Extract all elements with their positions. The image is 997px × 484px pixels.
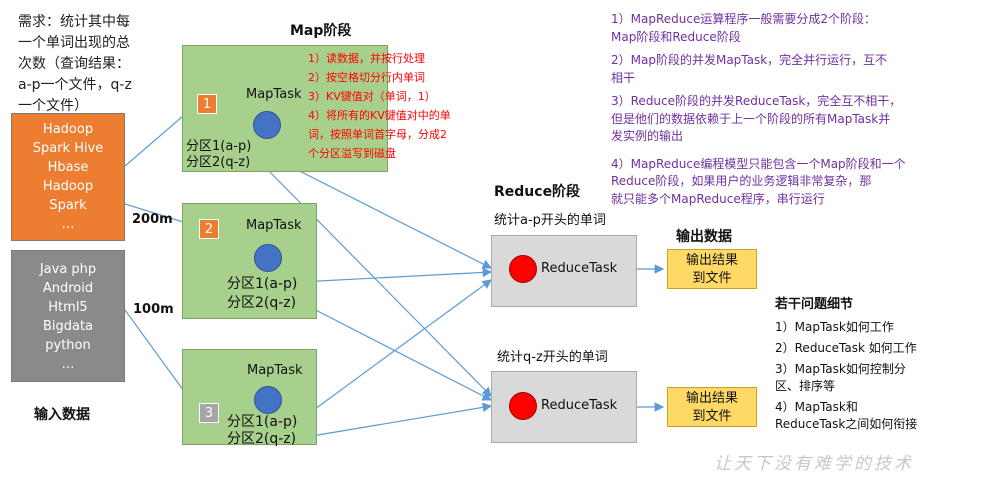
watermark: 让天下没有难学的技术 [714,454,914,474]
issue-item: 1）MapTask如何工作 [775,319,975,336]
issues-title: 若干问题细节 [775,297,854,312]
arrow-mt1-p2-to-reduce2 [261,163,492,397]
output-box-line: 输出结果 [685,253,738,268]
file-line: Spark [49,198,87,213]
maptask-1-partition-1: 分区1(a-p) [186,139,252,154]
split-3-icon: 3 [199,403,219,423]
note-line: Reduce阶段，如果用户的业务逻辑非常复杂，那 [611,174,872,188]
file-line: Android [42,281,94,296]
note-line: 2）Map阶段的并发MapTask，完全并行运行，互不 [611,53,888,67]
reduce-2-caption: 统计q-z开头的单词 [497,350,608,365]
output-box-1: 输出结果 到文件 [667,249,757,289]
map-step: 4）将所有的KV键值对中的单 [308,109,451,122]
note-line: 但是他们的数据依赖于上一个阶段的所有MapTask并 [611,111,891,126]
maptask-2-circle-icon [254,244,282,272]
issues-list: 若干问题细节 1）MapTask如何工作 2）ReduceTask 如何工作 3… [775,296,975,437]
reduce-stage-title: Reduce阶段 [494,184,581,200]
requirement-line: 一个单词出现的总 [18,35,130,51]
note-line: 就只能多个MapReduce程序，串行运行 [611,191,825,206]
issue-line: 2）ReduceTask 如何工作 [775,341,917,355]
maptask-2-partition-2: 分区2(q-z) [227,295,297,311]
output-box-2: 输出结果 到文件 [667,387,757,427]
notes-text: 1）MapReduce运算程序一般需要分成2个阶段： Map阶段和Reduce阶… [611,11,941,214]
issue-line: 4）MapTask和 [775,400,858,414]
file-line: … [61,357,75,372]
map-step: 个分区溢写到磁盘 [308,147,396,160]
note-line: 1）MapReduce运算程序一般需要分成2个阶段： [611,12,876,26]
requirement-line: 需求：统计其中每 [18,14,130,30]
map-step: 词，按照单词首字母，分成2 [308,128,447,141]
maptask-3-label: MapTask [247,363,303,378]
requirement-line: 次数（查询结果： [18,56,130,72]
map-step: 1）读数据，并按行处理 [308,52,425,65]
maptask-3-partition-2: 分区2(q-z) [227,431,297,447]
maptask-1-partition-2: 分区2(q-z) [186,155,251,170]
note-line: 3）Reduce阶段的并发ReduceTask，完全互不相干， [611,94,902,108]
map-step: 3）KV键值对（单词，1） [308,90,436,103]
requirement-line: 一个文件） [18,98,88,114]
map-steps-text: 1）读数据，并按行处理 2）按空格切分行内单词 3）KV键值对（单词，1） 4）… [308,49,488,163]
input-file-1: Hadoop Spark Hive Hbase Hadoop Spark … [11,113,125,241]
note-line: 相干 [611,70,636,85]
split-2-icon: 2 [199,219,219,239]
requirement-line: a-p一个文件，q-z [18,77,132,93]
arrow-mt3-p1-to-reduce1 [299,279,492,421]
note-2: 2）Map阶段的并发MapTask，完全并行运行，互不 相干 [611,52,941,87]
maptask-2-label: MapTask [246,218,302,233]
reducetask-1-circle-icon [509,255,537,283]
file-line: Hadoop [42,179,94,194]
reducetask-2-circle-icon [509,392,537,420]
reduce-1-caption: 统计a-p开头的单词 [494,213,606,228]
output-box-line: 到文件 [692,271,732,286]
output-box-line: 到文件 [692,409,732,424]
note-1: 1）MapReduce运算程序一般需要分成2个阶段： Map阶段和Reduce阶… [611,11,941,46]
output-data-title: 输出数据 [676,229,732,245]
requirement-text: 需求：统计其中每 一个单词出现的总 次数（查询结果： a-p一个文件，q-z 一… [18,12,158,117]
note-line: 发实例的输出 [611,129,684,143]
size-label-100m: 100m [133,302,174,317]
arrow-mt2-p2-to-reduce2 [299,301,493,401]
file-line: Bigdata [42,319,94,334]
input-data-label: 输入数据 [34,407,90,423]
issue-item: 3）MapTask如何控制分 区、排序等 [775,361,975,395]
file-line: Html5 [48,300,88,315]
file-line: Hbase [47,160,89,175]
file-line: … [61,217,75,232]
maptask-2-partition-1: 分区1(a-p) [227,276,298,292]
reducetask-1-label: ReduceTask [541,261,618,276]
file-line: Spark Hive [32,141,104,156]
maptask-1-label: MapTask [246,87,302,102]
maptask-3-partition-1: 分区1(a-p) [227,414,298,430]
maptask-1-circle-icon [253,111,281,139]
reducetask-2-label: ReduceTask [541,398,618,413]
split-1-icon: 1 [197,94,217,114]
note-4: 4）MapReduce编程模型只能包含一个Map阶段和一个 Reduce阶段，如… [611,156,941,209]
issue-line: 1）MapTask如何工作 [775,320,894,334]
note-line: 4）MapReduce编程模型只能包含一个Map阶段和一个 [611,156,906,171]
issue-line: 3）MapTask如何控制分 [775,362,906,376]
map-step: 2）按空格切分行内单词 [308,71,425,84]
map-stage-title: Map阶段 [290,23,352,39]
issue-item: 2）ReduceTask 如何工作 [775,340,975,357]
output-box-line: 输出结果 [685,391,738,406]
maptask-3-circle-icon [254,386,282,414]
file-line: Hadoop [42,122,94,137]
note-3: 3）Reduce阶段的并发ReduceTask，完全互不相干， 但是他们的数据依… [611,93,941,146]
arrow-mt3-p2-to-reduce2 [299,402,493,439]
note-line: Map阶段和Reduce阶段 [611,29,741,44]
map-task-box-3 [182,349,317,445]
reduce-task-box-1 [491,235,637,307]
issue-line: 区、排序等 [775,379,836,393]
input-file-2: Java php Android Html5 Bigdata python … [11,250,125,382]
issue-item: 4）MapTask和 ReduceTask之间如何衔接 [775,399,975,433]
file-line: python [45,338,91,353]
arrow-mt2-p1-to-reduce1 [299,267,493,283]
size-label-200m: 200m [132,212,173,227]
file-line: Java php [39,262,97,277]
issue-line: ReduceTask之间如何衔接 [775,417,918,431]
